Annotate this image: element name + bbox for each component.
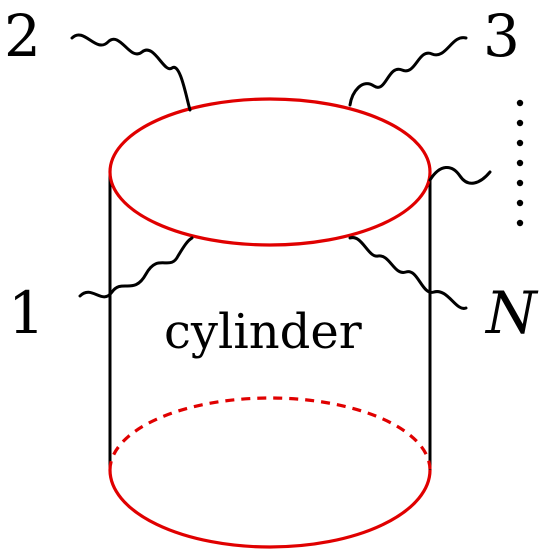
top-boundary-ellipse — [108, 97, 432, 247]
ellipsis-dots — [516, 99, 524, 227]
bottom-boundary-back-arc — [108, 396, 432, 471]
leg-label-1: 1 — [8, 279, 45, 347]
leg-3-wavy-line — [348, 36, 468, 107]
bottom-boundary-front-arc — [108, 469, 432, 549]
leg-label-N: N — [484, 279, 539, 347]
leg-side-wavy-line — [428, 166, 492, 185]
leg-2-wavy-line — [70, 33, 192, 112]
leg-N-wavy-line — [348, 236, 468, 310]
leg-1-wavy-line — [78, 236, 194, 299]
cylinder-label: cylinder — [164, 304, 362, 360]
leg-label-3: 3 — [483, 2, 520, 70]
leg-label-2: 2 — [4, 2, 41, 70]
